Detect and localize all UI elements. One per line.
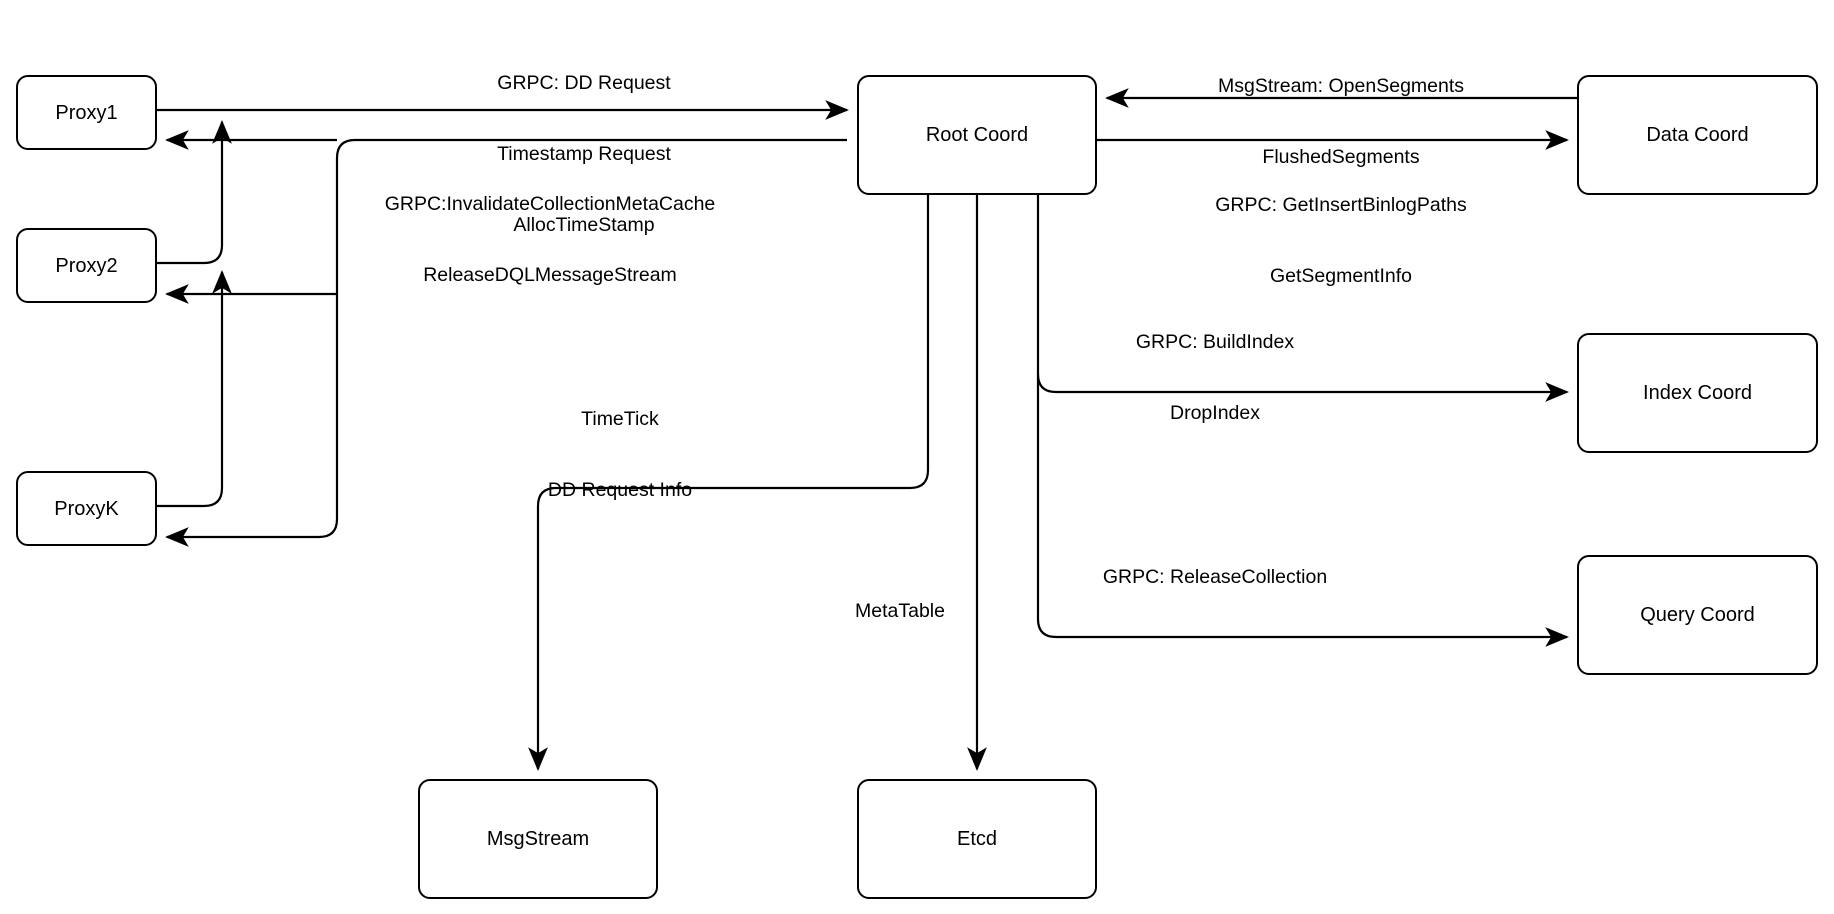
edge-label-line: GRPC: DD Request [497, 71, 671, 94]
edge-label-line: AllocTimeStamp [513, 214, 655, 237]
edge-label-root-to-indexcoord: GRPC: BuildIndex DropIndex [1055, 283, 1375, 473]
edge-label-line: Timestamp Request [497, 142, 671, 165]
edge-label-line: GRPC: ReleaseCollection [1102, 565, 1328, 588]
node-msgstream-label: MsgStream [486, 828, 590, 850]
edge-label-line: ReleaseDQLMessageStream [423, 263, 677, 286]
node-query-coord[interactable]: Query Coord [1577, 555, 1818, 675]
node-proxy2-label: Proxy2 [55, 254, 118, 277]
edge-label-line: MetaTable [855, 599, 945, 622]
edge-label-root-to-msgstream: TimeTick DD Request Info [485, 360, 755, 550]
node-proxyk[interactable]: ProxyK [16, 471, 157, 546]
node-etcd-label: Etcd [956, 828, 998, 850]
node-query-coord-label: Query Coord [1640, 604, 1755, 626]
edge-label-root-to-etcd: MetaTable [855, 552, 995, 671]
edge-root-to-msgstream [528, 195, 930, 771]
node-proxy1-label: Proxy1 [55, 101, 118, 124]
node-data-coord[interactable]: Data Coord [1577, 75, 1818, 195]
edge-root-trunk-to-indexcoord [1036, 373, 1569, 402]
edge-label-line: DD Request Info [547, 478, 693, 501]
edge-label-datacoord-to-root: MsgStream: OpenSegments FlushedSegments [1121, 27, 1561, 217]
edge-label-line: GetSegmentInfo [1269, 264, 1412, 287]
node-index-coord-label: Index Coord [1643, 382, 1752, 404]
edge-proxyk-to-trunk [157, 270, 232, 508]
edge-label-line: GRPC: BuildIndex [1135, 330, 1295, 353]
edge-root-to-proxies-trunk [165, 138, 847, 547]
node-proxyk-label: ProxyK [54, 497, 119, 520]
edge-label-root-to-proxy: GRPC:InvalidateCollectionMetaCache Relea… [360, 145, 740, 335]
edge-root-right-trunk [1036, 195, 1569, 647]
edge-label-root-to-querycoord: GRPC: ReleaseCollection [1055, 518, 1375, 637]
edge-label-line: GRPC: GetInsertBinlogPaths [1215, 193, 1467, 216]
node-data-coord-label: Data Coord [1646, 124, 1749, 146]
edge-label-root-to-datacoord: GRPC: GetInsertBinlogPaths GetSegmentInf… [1121, 146, 1561, 336]
node-proxy1[interactable]: Proxy1 [16, 75, 157, 150]
node-etcd[interactable]: Etcd [857, 779, 1097, 899]
edge-label-proxy-to-root: GRPC: DD Request Timestamp Request Alloc… [404, 24, 764, 286]
node-proxy2[interactable]: Proxy2 [16, 228, 157, 303]
node-index-coord[interactable]: Index Coord [1577, 333, 1818, 453]
edge-label-line: DropIndex [1170, 401, 1260, 424]
edge-label-line: TimeTick [581, 407, 659, 430]
node-msgstream[interactable]: MsgStream [418, 779, 658, 899]
edge-label-line: FlushedSegments [1262, 145, 1420, 168]
edge-label-line: GRPC:InvalidateCollectionMetaCache [384, 192, 716, 215]
node-root-coord[interactable]: Root Coord [857, 75, 1097, 195]
edge-label-line: MsgStream: OpenSegments [1217, 74, 1465, 97]
node-root-coord-label: Root Coord [925, 124, 1029, 146]
edge-proxy2-to-trunk [157, 120, 232, 265]
